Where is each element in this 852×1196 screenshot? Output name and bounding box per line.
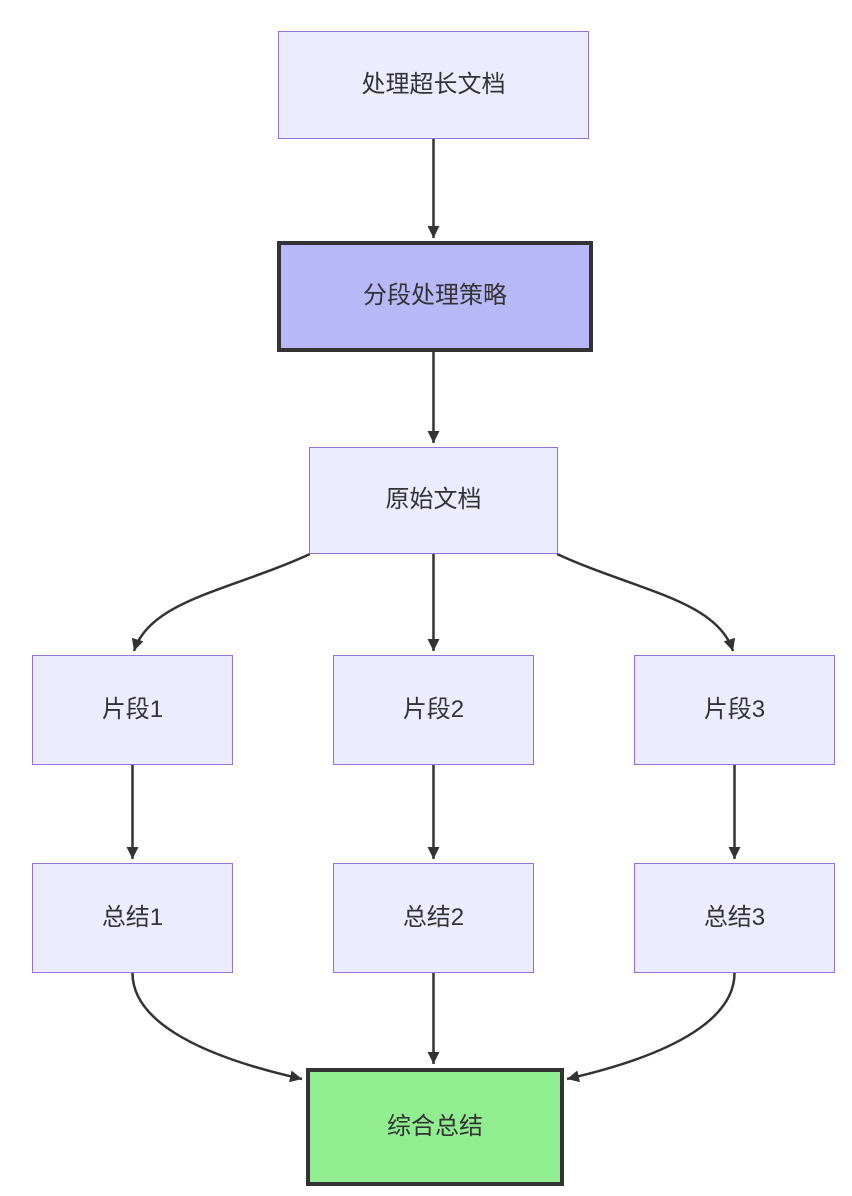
node-fragment-3: 片段3	[634, 655, 835, 765]
node-summary-2: 总结2	[333, 863, 534, 973]
edge-original-to-fragment3	[556, 552, 736, 652]
node-segmentation-strategy: 分段处理策略	[277, 241, 593, 352]
node-summary-3: 总结3	[634, 863, 835, 973]
node-process-long-document: 处理超长文档	[278, 31, 589, 139]
edge-summary3-to-final	[566, 972, 736, 1083]
node-final-summary: 综合总结	[306, 1068, 564, 1186]
edge-original-to-fragment1	[131, 552, 311, 652]
node-summary-1: 总结1	[32, 863, 233, 973]
edge-summary1-to-final	[131, 972, 303, 1083]
node-fragment-2: 片段2	[333, 655, 534, 765]
node-fragment-1: 片段1	[32, 655, 233, 765]
node-original-document: 原始文档	[309, 447, 558, 554]
